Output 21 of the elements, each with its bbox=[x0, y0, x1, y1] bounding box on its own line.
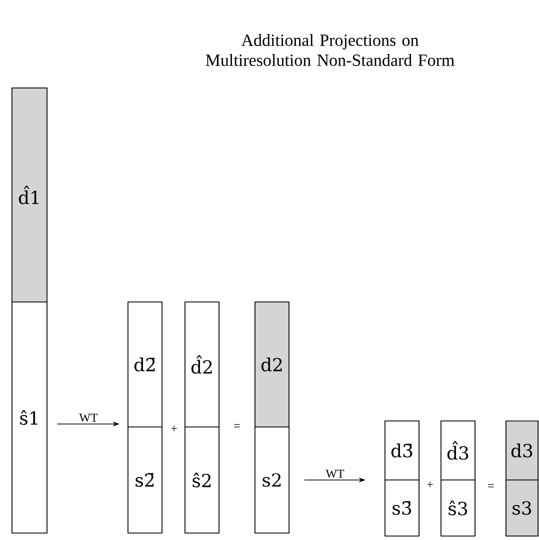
operator-sign: = bbox=[488, 484, 494, 488]
box-section: ŝ2 bbox=[184, 426, 220, 534]
box-section: ŝ1 bbox=[12, 302, 48, 534]
box-section: s2 bbox=[254, 426, 290, 534]
box-section: d̂1 bbox=[12, 88, 48, 302]
box-section: d3̄ bbox=[384, 420, 420, 480]
box-section: d̂3 bbox=[440, 420, 476, 480]
operator-sign: = bbox=[234, 424, 240, 428]
box-section: s3 bbox=[506, 480, 538, 536]
box-section: d2 bbox=[254, 302, 290, 428]
box-section: s2̄ bbox=[128, 426, 162, 534]
box-section: d2̄ bbox=[128, 302, 162, 428]
edge-label: WT bbox=[78, 412, 99, 423]
title: Additional Projections on Multiresolution Non-Standard Form bbox=[206, 34, 454, 66]
box-section: d3 bbox=[506, 420, 538, 480]
operator-sign: + bbox=[171, 426, 177, 432]
edge-label: WT bbox=[324, 468, 346, 479]
box-section: d̂2 bbox=[184, 302, 220, 428]
box-section: ŝ3 bbox=[440, 480, 476, 536]
operator-sign: + bbox=[427, 482, 433, 488]
box-section: s3̄ bbox=[384, 480, 420, 536]
